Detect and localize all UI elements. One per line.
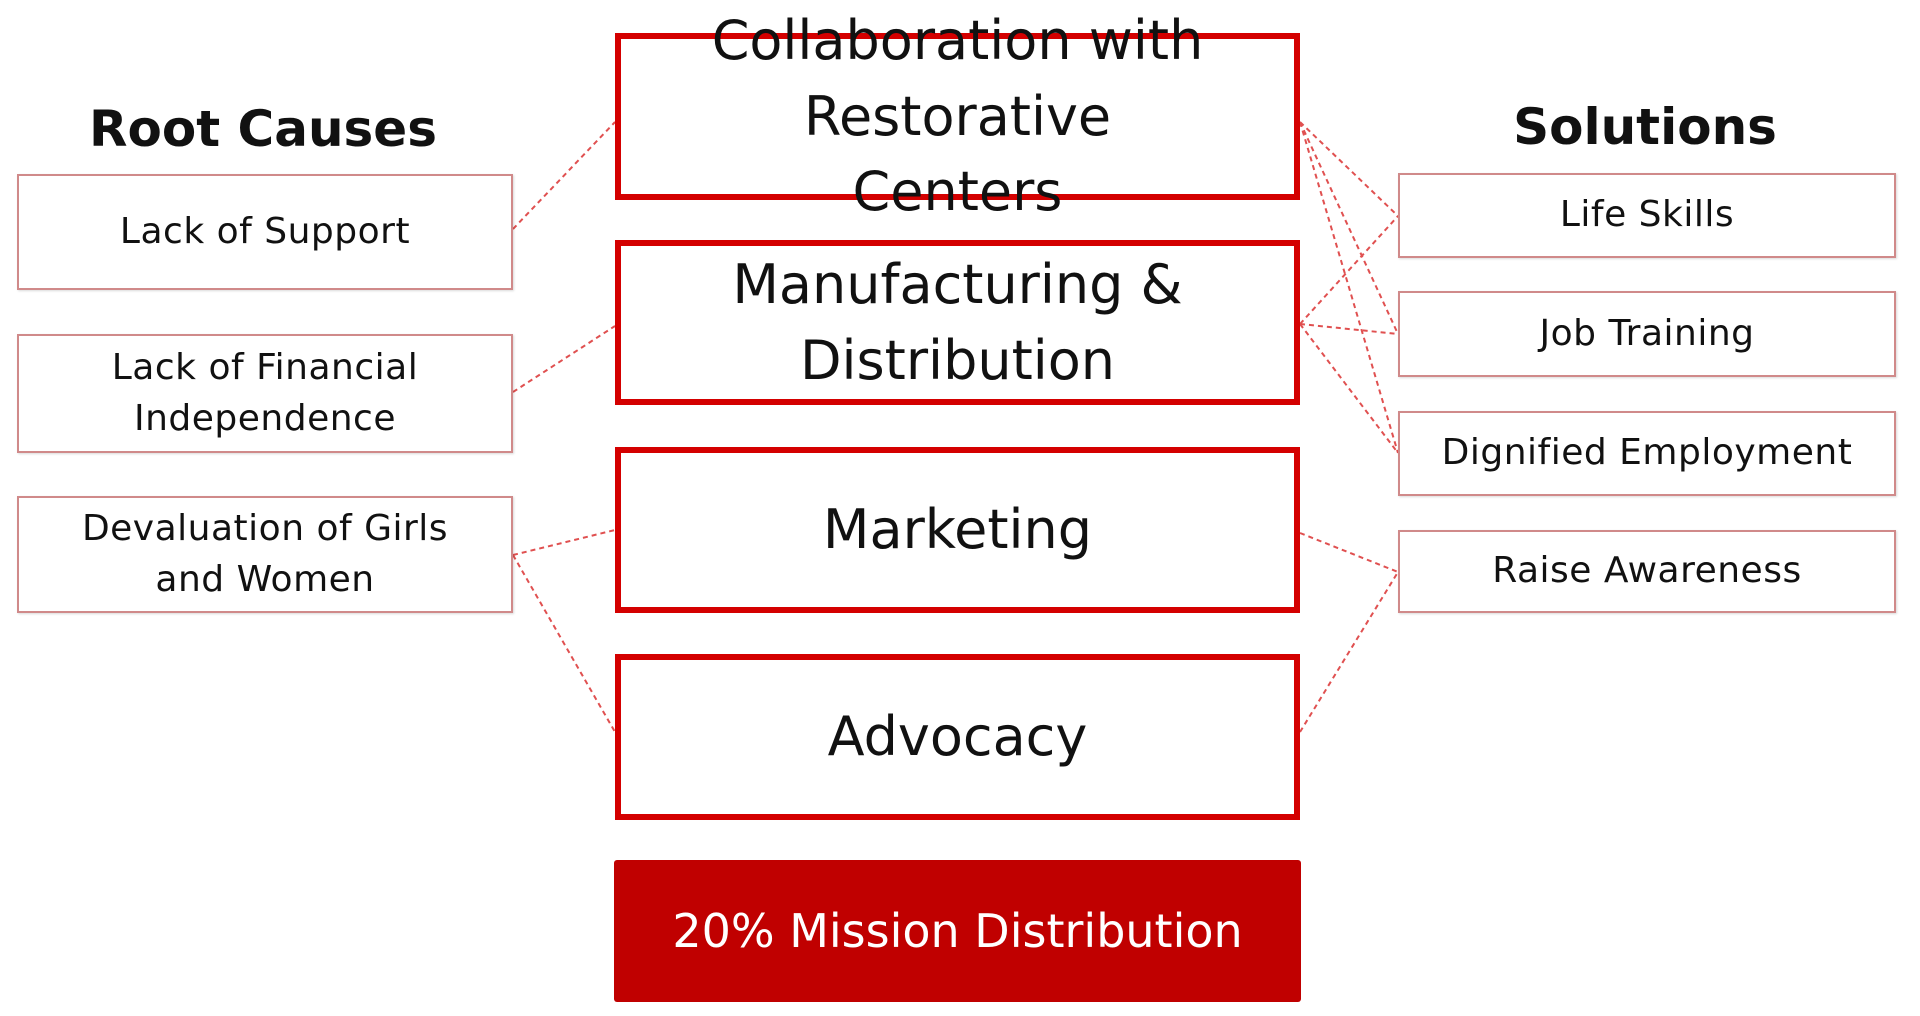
solution-box: Job Training — [1398, 291, 1896, 377]
connector-manufacturing-jobtraining — [1299, 323, 1399, 335]
root-cause-label: Lack of Support — [119, 210, 411, 252]
connector-advocacy-awareness — [1299, 571, 1399, 733]
root-cause-box: Lack of Support — [17, 174, 513, 290]
program-box: Advocacy — [615, 654, 1300, 820]
connector-manufacturing-lifeskills — [1299, 215, 1399, 325]
solutions-heading: Solutions — [1513, 98, 1777, 156]
root-cause-label: Lack of Financial Independence — [111, 347, 419, 439]
root-causes-heading: Root Causes — [89, 100, 437, 158]
program-box: Manufacturing & Distribution — [615, 240, 1300, 405]
connector-collaboration-lifeskills — [1299, 121, 1399, 217]
connector-collaboration-jobtraining — [1299, 121, 1399, 335]
program-box: Collaboration with Restorative Centers — [615, 9, 1300, 223]
program-label: Advocacy — [827, 705, 1088, 769]
connector-collaboration-employment — [1299, 121, 1399, 454]
connector-manufacturing-employment — [1299, 323, 1399, 454]
program-label: Manufacturing & Distribution — [732, 252, 1183, 392]
root-cause-box: Lack of Financial Independence — [17, 334, 513, 453]
solution-box: Dignified Employment — [1398, 411, 1896, 496]
connector-devaluation-marketing — [512, 529, 616, 556]
connector-marketing-awareness — [1299, 532, 1399, 573]
program-label: Marketing — [822, 498, 1093, 562]
connector-devaluation-advocacy — [512, 554, 616, 733]
solution-label: Raise Awareness — [1492, 550, 1802, 592]
solution-label: Dignified Employment — [1441, 432, 1853, 474]
program-label: Collaboration with Restorative Centers — [711, 9, 1204, 224]
solution-label: Job Training — [1539, 312, 1755, 354]
connector-financial-manufacturing — [512, 325, 616, 393]
mission-label: 20% Mission Distribution — [672, 904, 1243, 958]
root-cause-box: Devaluation of Girls and Women — [17, 496, 513, 613]
root-cause-label: Devaluation of Girls and Women — [81, 508, 449, 600]
mission-distribution-box: 20% Mission Distribution — [614, 860, 1301, 1002]
solution-box: Raise Awareness — [1398, 530, 1896, 613]
solution-label: Life Skills — [1559, 194, 1735, 236]
program-box: Marketing — [615, 447, 1300, 613]
connector-support-collaboration — [512, 121, 616, 230]
solution-box: Life Skills — [1398, 173, 1896, 258]
